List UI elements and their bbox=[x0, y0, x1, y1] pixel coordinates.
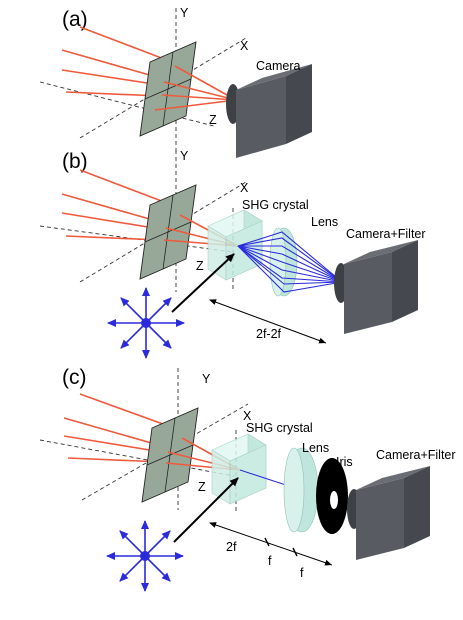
sample-plate bbox=[139, 41, 197, 137]
y-axis-label: Y bbox=[180, 149, 189, 163]
camera bbox=[334, 240, 418, 334]
distance-dimension bbox=[209, 522, 333, 566]
camera bbox=[347, 466, 430, 560]
lens-label: Lens bbox=[311, 215, 338, 229]
x-axis-line bbox=[81, 403, 249, 501]
distance-label: 2f-2f bbox=[256, 327, 282, 341]
iris bbox=[316, 458, 348, 534]
crystal-label: SHG crystal bbox=[242, 198, 309, 212]
pointer-arrow bbox=[171, 253, 235, 313]
x-axis-label: X bbox=[240, 39, 249, 53]
sample-plate bbox=[139, 184, 197, 280]
sample-plate bbox=[141, 407, 199, 503]
camera bbox=[226, 64, 312, 158]
incident-beams bbox=[61, 26, 173, 97]
second-harmonic-rays bbox=[237, 231, 343, 293]
x-axis-line bbox=[79, 37, 247, 139]
polarization-star bbox=[106, 520, 184, 592]
panel-a: (a) Y X Z bbox=[39, 6, 312, 158]
polarization-star bbox=[107, 287, 185, 359]
lens bbox=[283, 447, 319, 533]
shg-crystal bbox=[211, 433, 267, 505]
z-axis-line bbox=[39, 225, 233, 253]
y-axis-label: Y bbox=[180, 6, 189, 20]
diffracted-beams bbox=[154, 65, 237, 111]
camera-label: Camera+Filter bbox=[376, 448, 456, 462]
x-axis-label: X bbox=[243, 409, 252, 423]
z-axis-line bbox=[39, 439, 235, 477]
panel-b-label: (b) bbox=[62, 150, 88, 173]
camera-label: Camera+Filter bbox=[346, 227, 426, 241]
incident-beams bbox=[61, 169, 173, 241]
panel-a-label: (a) bbox=[62, 8, 88, 31]
y-axis-label: Y bbox=[202, 372, 211, 386]
panel-b: (b) Y X Z bbox=[39, 149, 426, 359]
z-axis-line bbox=[39, 81, 215, 127]
x-axis-line bbox=[79, 181, 247, 283]
crystal-label: SHG crystal bbox=[246, 421, 313, 435]
camera-label: Camera bbox=[256, 59, 301, 73]
lens-label: Lens bbox=[302, 441, 329, 455]
distance-label-f1: f bbox=[268, 554, 272, 568]
panel-c: (c) Y X Z bbox=[39, 366, 456, 592]
iris-label: Iris bbox=[336, 455, 353, 469]
z-axis-label: Z bbox=[209, 113, 217, 127]
panel-c-label: (c) bbox=[62, 366, 87, 389]
distance-label-f2: f bbox=[300, 566, 304, 580]
x-axis-label: X bbox=[240, 181, 249, 195]
incident-beams bbox=[63, 393, 175, 463]
distance-dimension bbox=[209, 299, 327, 344]
z-axis-label: Z bbox=[198, 480, 206, 494]
pointer-arrow bbox=[173, 477, 239, 543]
z-axis-label: Z bbox=[196, 259, 204, 273]
distance-label-2f: 2f bbox=[226, 540, 237, 554]
